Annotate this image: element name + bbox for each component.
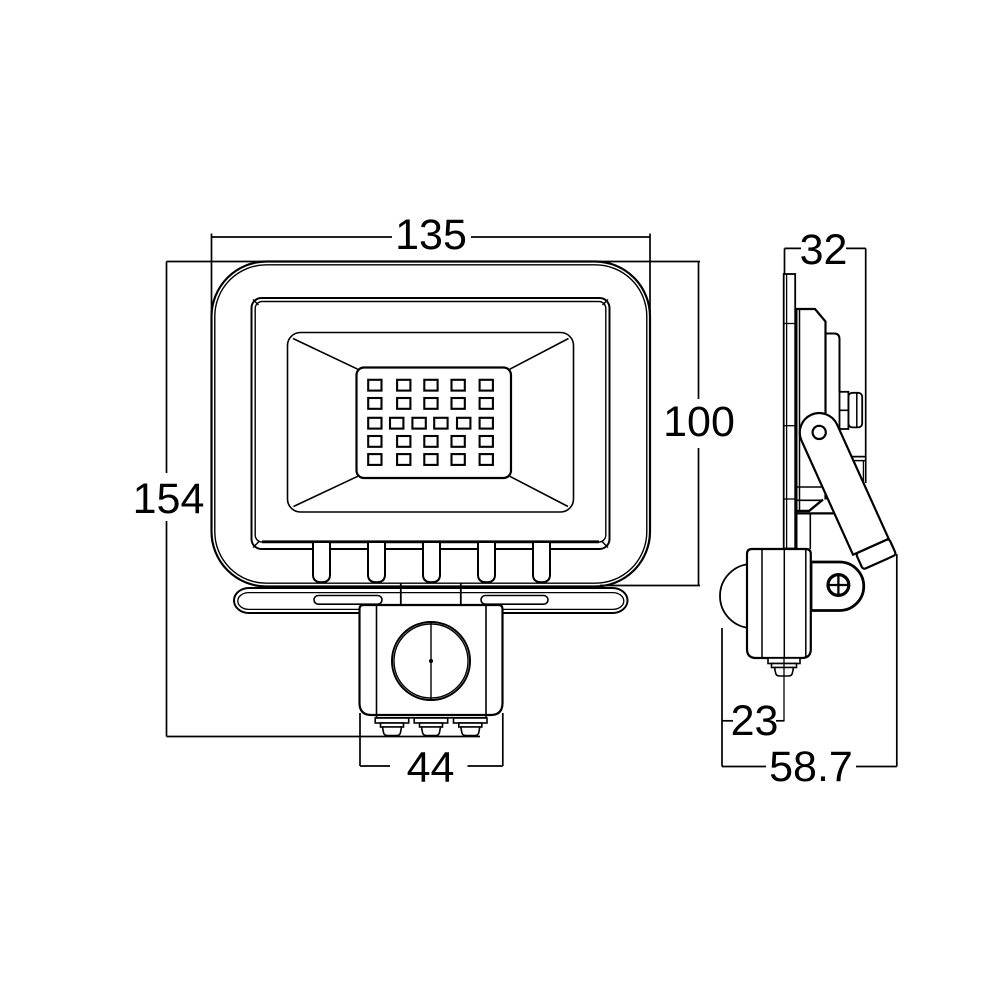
- svg-text:135: 135: [395, 211, 467, 259]
- svg-text:58.7: 58.7: [769, 743, 853, 791]
- svg-text:23: 23: [731, 697, 779, 745]
- svg-text:32: 32: [800, 226, 848, 274]
- svg-text:100: 100: [663, 398, 735, 446]
- svg-text:44: 44: [407, 744, 455, 792]
- svg-text:154: 154: [133, 475, 205, 523]
